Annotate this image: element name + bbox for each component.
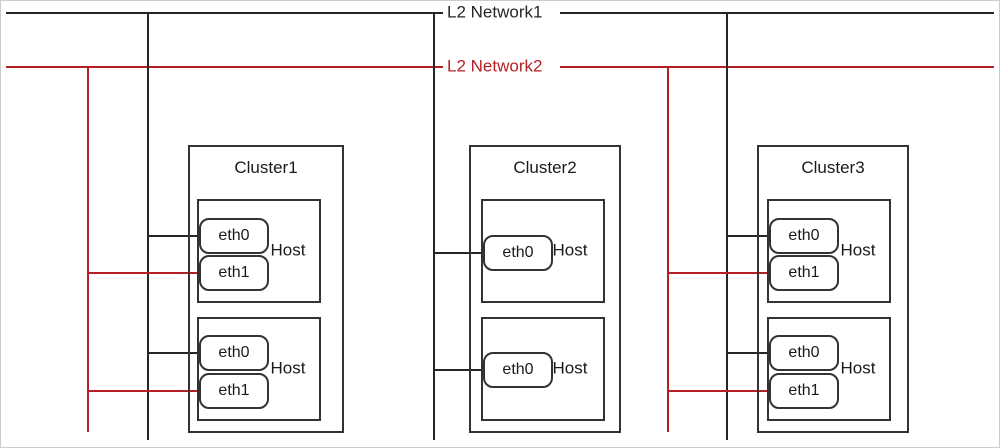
cluster-box: [757, 145, 909, 433]
nic-box: [483, 352, 553, 388]
host-box: [197, 199, 321, 303]
nic-box: [769, 373, 839, 409]
nic-label: eth1: [788, 382, 819, 399]
host-cluster1-host2[interactable]: Host eth0 eth1: [197, 317, 321, 421]
nic-box: [199, 218, 269, 254]
cluster-box: [469, 145, 621, 433]
network-labels-layer: L2 Network1 L2 Network2: [447, 2, 542, 75]
nic-cluster1-host1-eth1[interactable]: eth1: [199, 255, 269, 291]
host-label: Host: [553, 240, 588, 259]
cluster-title: Cluster3: [801, 158, 864, 177]
nic-label: eth0: [788, 344, 819, 361]
nic-label: eth0: [502, 361, 533, 378]
host-cluster1-host1[interactable]: Host eth0 eth1: [197, 199, 321, 303]
cluster-title: Cluster1: [234, 158, 297, 177]
nic-box: [769, 218, 839, 254]
host-cluster2-host2[interactable]: Host eth0: [481, 317, 605, 421]
host-box: [197, 317, 321, 421]
nic-cluster1-host2-eth0[interactable]: eth0: [199, 335, 269, 371]
nic-label: eth1: [788, 264, 819, 281]
trunk-lines-layer: [87, 13, 728, 440]
nic-label: eth0: [788, 227, 819, 244]
nic-label: eth0: [502, 244, 533, 261]
host-label: Host: [841, 358, 876, 377]
nic-box: [199, 373, 269, 409]
host-label: Host: [271, 240, 306, 259]
nic-cluster3-host1-eth0[interactable]: eth0: [769, 218, 839, 254]
host-cluster3-host1[interactable]: Host eth0 eth1: [767, 199, 891, 303]
nic-cluster2-host2-eth0[interactable]: eth0: [483, 352, 553, 388]
cluster-title: Cluster2: [513, 158, 576, 177]
host-cluster3-host2[interactable]: Host eth0 eth1: [767, 317, 891, 421]
nic-cluster2-host1-eth0[interactable]: eth0: [483, 235, 553, 271]
network-label-l2-network1: L2 Network1: [447, 2, 542, 21]
nic-cluster1-host2-eth1[interactable]: eth1: [199, 373, 269, 409]
clusters-layer: Cluster1Hosteth0eth1Hosteth0eth1Cluster2…: [188, 145, 909, 433]
host-box: [481, 317, 605, 421]
nic-cluster3-host2-eth0[interactable]: eth0: [769, 335, 839, 371]
cluster-box: [188, 145, 344, 433]
nic-label: eth1: [218, 264, 249, 281]
host-box: [481, 199, 605, 303]
nic-cluster1-host1-eth0[interactable]: eth0: [199, 218, 269, 254]
nic-cluster3-host2-eth1[interactable]: eth1: [769, 373, 839, 409]
nic-label: eth1: [218, 382, 249, 399]
nic-link-lines-layer: [88, 235, 770, 392]
host-box: [767, 317, 891, 421]
nic-label: eth0: [218, 227, 249, 244]
host-cluster2-host1[interactable]: Host eth0: [481, 199, 605, 303]
host-label: Host: [841, 240, 876, 259]
host-label: Host: [553, 358, 588, 377]
nic-label: eth0: [218, 344, 249, 361]
host-label: Host: [271, 358, 306, 377]
host-box: [767, 199, 891, 303]
nic-box: [199, 255, 269, 291]
l2-networks-layer: [6, 12, 994, 68]
nic-box: [769, 335, 839, 371]
network-label-l2-network2: L2 Network2: [447, 56, 542, 75]
nic-box: [199, 335, 269, 371]
nic-box: [769, 255, 839, 291]
nic-cluster3-host1-eth1[interactable]: eth1: [769, 255, 839, 291]
nic-box: [483, 235, 553, 271]
